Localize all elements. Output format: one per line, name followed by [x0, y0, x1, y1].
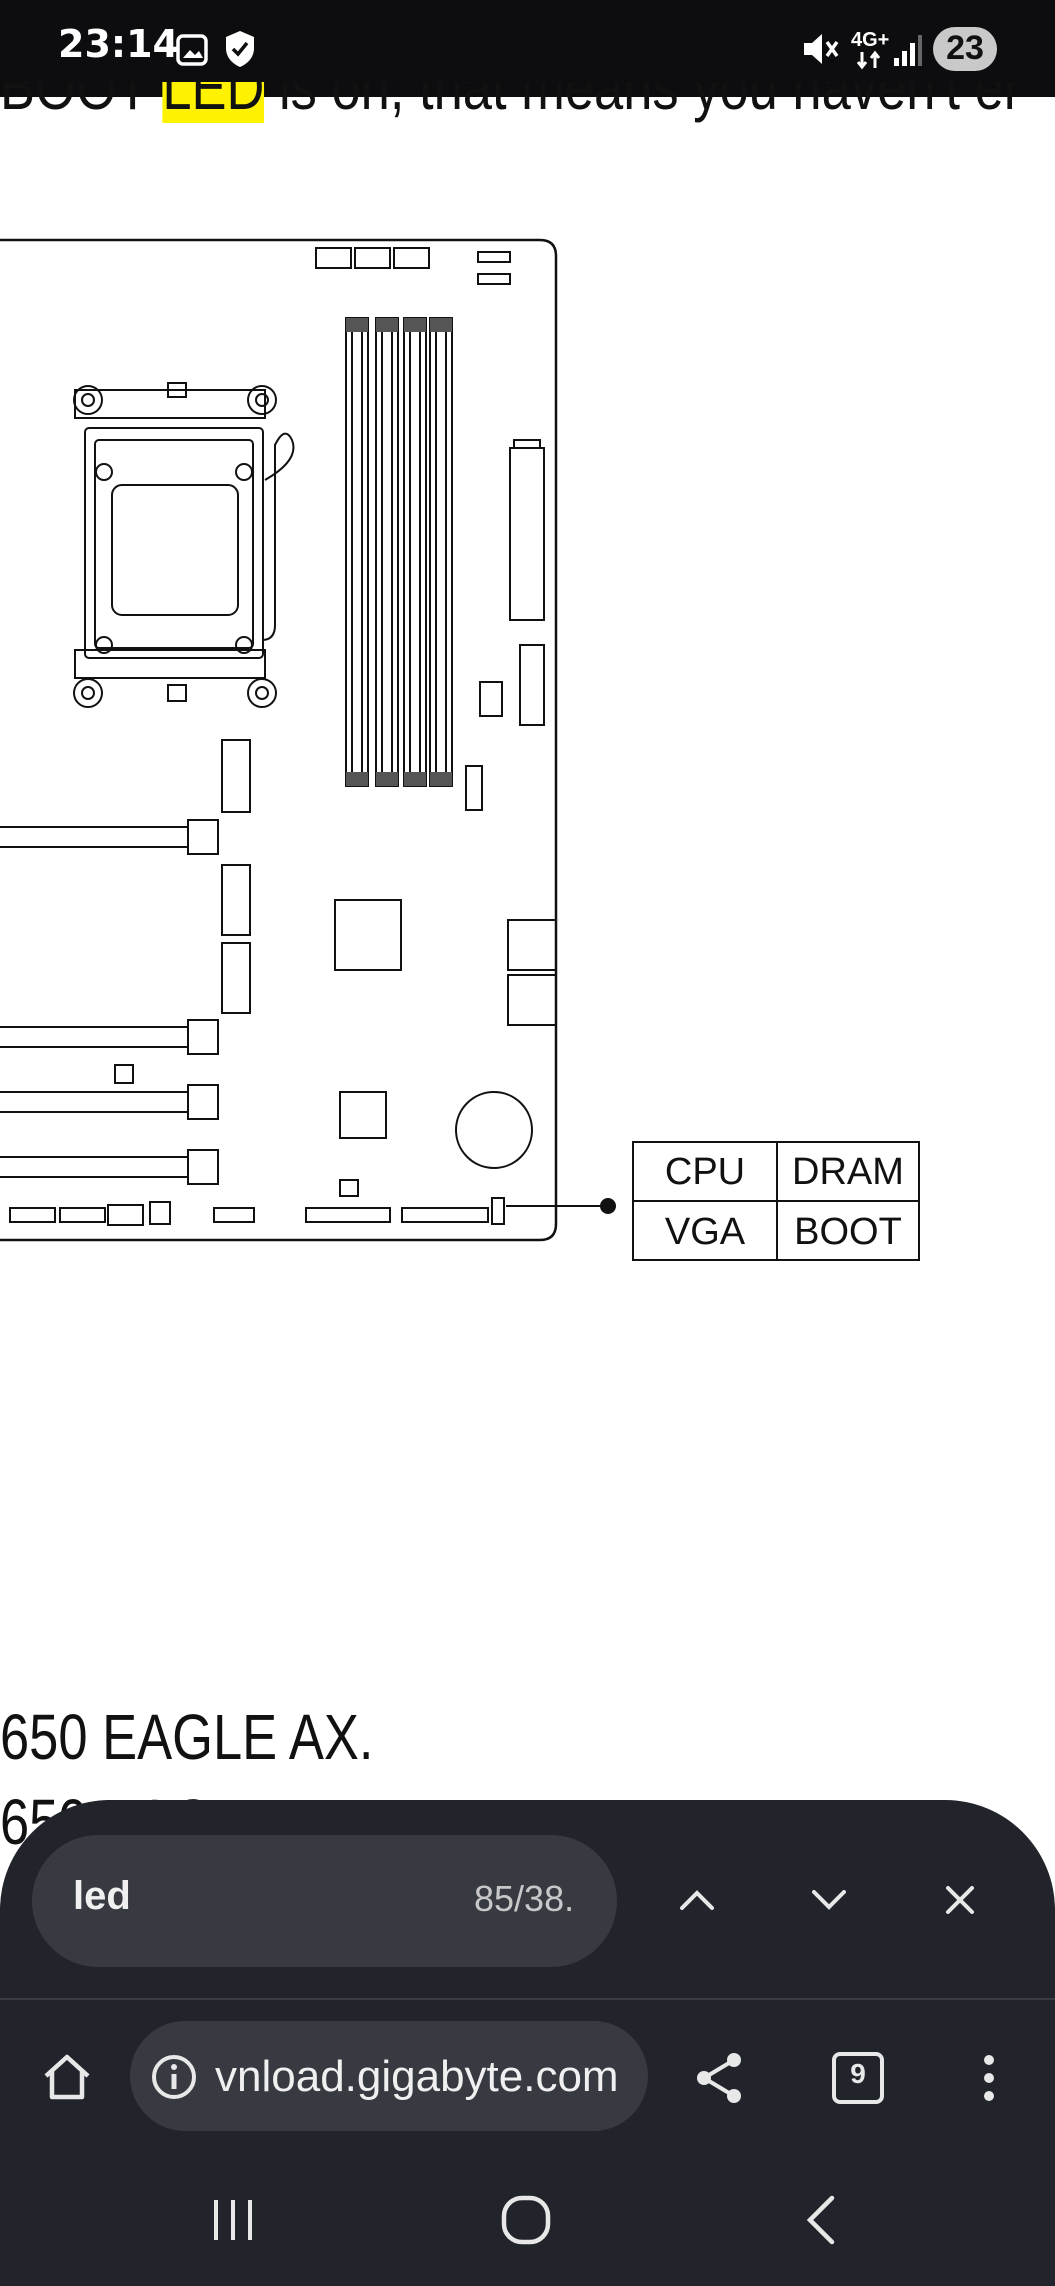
- document-text-line: 650 EAGLE AX.: [0, 1701, 374, 1773]
- tab-count: 9: [850, 2058, 866, 2089]
- find-previous-button[interactable]: [672, 1880, 722, 1920]
- site-info-icon[interactable]: [150, 2053, 198, 2101]
- mute-icon: [804, 34, 839, 64]
- find-match-count: 85/38.: [474, 1878, 575, 1919]
- home-nav-button[interactable]: [500, 2194, 552, 2246]
- led-boot: BOOT: [794, 1211, 902, 1253]
- url-text[interactable]: vnload.gigabyte.com: [215, 2052, 619, 2101]
- led-table: CPU DRAM VGA BOOT: [632, 1141, 920, 1261]
- find-next-button[interactable]: [804, 1880, 854, 1920]
- network-icon: [856, 50, 881, 70]
- led-cpu: CPU: [664, 1151, 746, 1193]
- led-dram: DRAM: [792, 1151, 904, 1193]
- url-bar[interactable]: [130, 2021, 648, 2131]
- led-table-hdivider: [634, 1200, 918, 1202]
- back-button[interactable]: [800, 2194, 840, 2246]
- status-time-overlay: 23:14: [58, 22, 179, 66]
- recent-apps-button[interactable]: [208, 2196, 258, 2244]
- signal-icon: [894, 35, 922, 66]
- motherboard-diagram: [0, 238, 616, 1242]
- tab-switcher-button[interactable]: [832, 2052, 884, 2104]
- close-find-button[interactable]: [940, 1880, 980, 1920]
- gallery-icon: [176, 34, 208, 66]
- status-bar-bg: [0, 0, 1055, 82]
- share-button[interactable]: [692, 2050, 748, 2106]
- more-options-button[interactable]: [974, 2052, 1004, 2104]
- find-input[interactable]: [32, 1835, 617, 1967]
- battery-icon: [933, 27, 997, 71]
- home-button[interactable]: [40, 2052, 94, 2102]
- toolbar-divider: [0, 1998, 1055, 2000]
- battery-level: 23: [946, 29, 984, 67]
- find-query[interactable]: led: [73, 1874, 131, 1918]
- network-type: 4G+: [851, 29, 890, 51]
- shield-icon: [226, 31, 254, 67]
- led-vga: VGA: [664, 1211, 746, 1253]
